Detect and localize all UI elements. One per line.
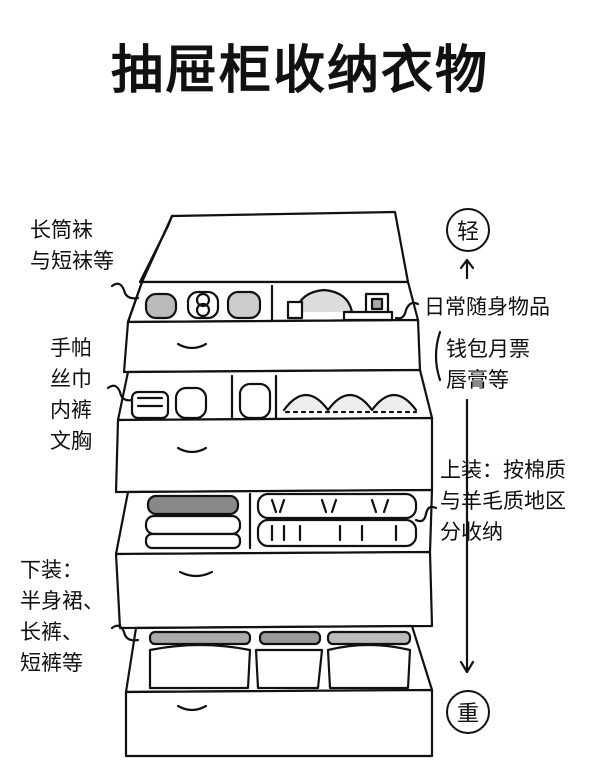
scale-heavy-badge: 重 [446, 690, 490, 734]
tops-items [144, 492, 418, 550]
label-bottoms: 下装： 半身裙、 长裤、 短裤等 [20, 558, 104, 675]
scale-light-badge: 轻 [446, 208, 490, 252]
daily-items [286, 288, 394, 322]
drawer-4-handle [176, 704, 208, 712]
pointer-daily [394, 301, 420, 320]
pointer-socks [110, 282, 140, 300]
scale-arrow-down [459, 660, 475, 674]
underwear-items [130, 382, 418, 420]
drawer-2-handle [176, 446, 208, 454]
socks-items [144, 290, 262, 320]
label-daily-examples: 钱包月票 唇膏等 [446, 337, 530, 392]
label-daily-items: 日常随身物品 [424, 295, 550, 319]
pointer-underwear [106, 384, 134, 402]
drawer-1-handle [176, 342, 208, 350]
bottoms-items [148, 630, 412, 690]
drawer-3-handle [178, 570, 214, 578]
page-title: 抽屉柜收纳衣物 [110, 41, 489, 101]
label-socks: 长筒袜 与短袜等 [30, 218, 114, 273]
scale-arrow-up [459, 258, 475, 280]
drawer-lid [140, 210, 410, 284]
label-tops: 上装：按棉质 与羊毛质地区 分收纳 [440, 458, 566, 544]
label-underwear: 手帕 丝巾 内裤 文胸 [50, 336, 92, 453]
pointer-tops [414, 505, 438, 523]
pointer-bottoms [110, 624, 140, 642]
